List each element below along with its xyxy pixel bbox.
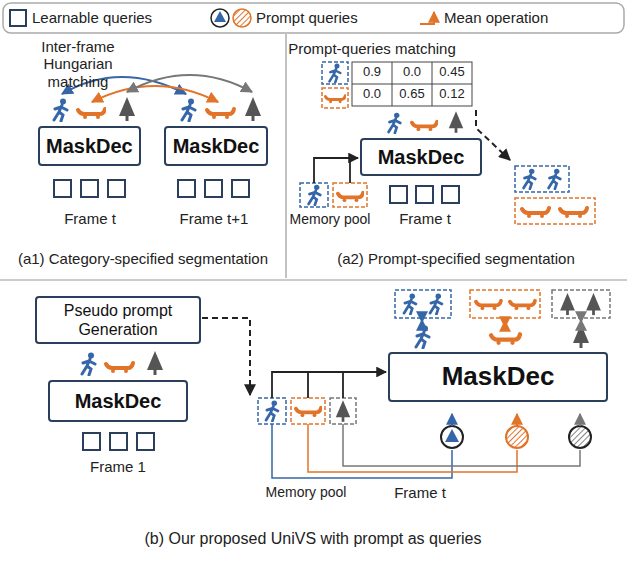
- decoder-box: MaskDec: [38, 126, 141, 166]
- panel-caption: (a1) Category-specified segmentation: [18, 250, 268, 267]
- table-cell: 0.0: [403, 65, 421, 80]
- table-cell: 0.0: [363, 87, 381, 102]
- decoder-box: MaskDec: [164, 126, 268, 166]
- decoder-box: MaskDec: [360, 138, 482, 176]
- frame-label: Frame t+1: [178, 210, 251, 227]
- decoder-box: MaskDec: [388, 352, 608, 402]
- node-text: MaskDec: [378, 145, 465, 169]
- legend-text: Mean operation: [444, 9, 548, 26]
- panel-note: Inter-frame Hungarian matching: [13, 38, 143, 90]
- node-text: MaskDec: [75, 389, 162, 413]
- panel-caption: (a2) Prompt-specified segmentation: [337, 250, 575, 267]
- legend-text: Prompt queries: [256, 9, 358, 26]
- frame-label: Frame t: [397, 210, 453, 227]
- node-text: MaskDec: [46, 134, 133, 158]
- pool-label: Memory pool: [288, 211, 373, 227]
- node-text: MaskDec: [442, 361, 555, 392]
- table-cell: 0.65: [399, 87, 424, 102]
- pool-label: Memory pool: [264, 484, 349, 500]
- frame-label: Frame t: [62, 210, 118, 227]
- panel-caption: (b) Our proposed UniVS with prompt as qu…: [144, 530, 481, 548]
- legend-text: Learnable queries: [32, 9, 152, 26]
- frame-label: Frame 1: [88, 458, 148, 475]
- node-text: Pseudo prompt Generation: [43, 301, 193, 339]
- panel-note: Prompt-queries matching: [288, 40, 456, 57]
- table-cell: 0.45: [439, 65, 464, 80]
- node-text: MaskDec: [173, 134, 260, 158]
- table-cell: 0.12: [439, 87, 464, 102]
- table-cell: 0.9: [363, 65, 381, 80]
- generator-box: Pseudo prompt Generation: [35, 296, 201, 344]
- decoder-box: MaskDec: [48, 380, 188, 422]
- frame-label: Frame t: [392, 484, 448, 501]
